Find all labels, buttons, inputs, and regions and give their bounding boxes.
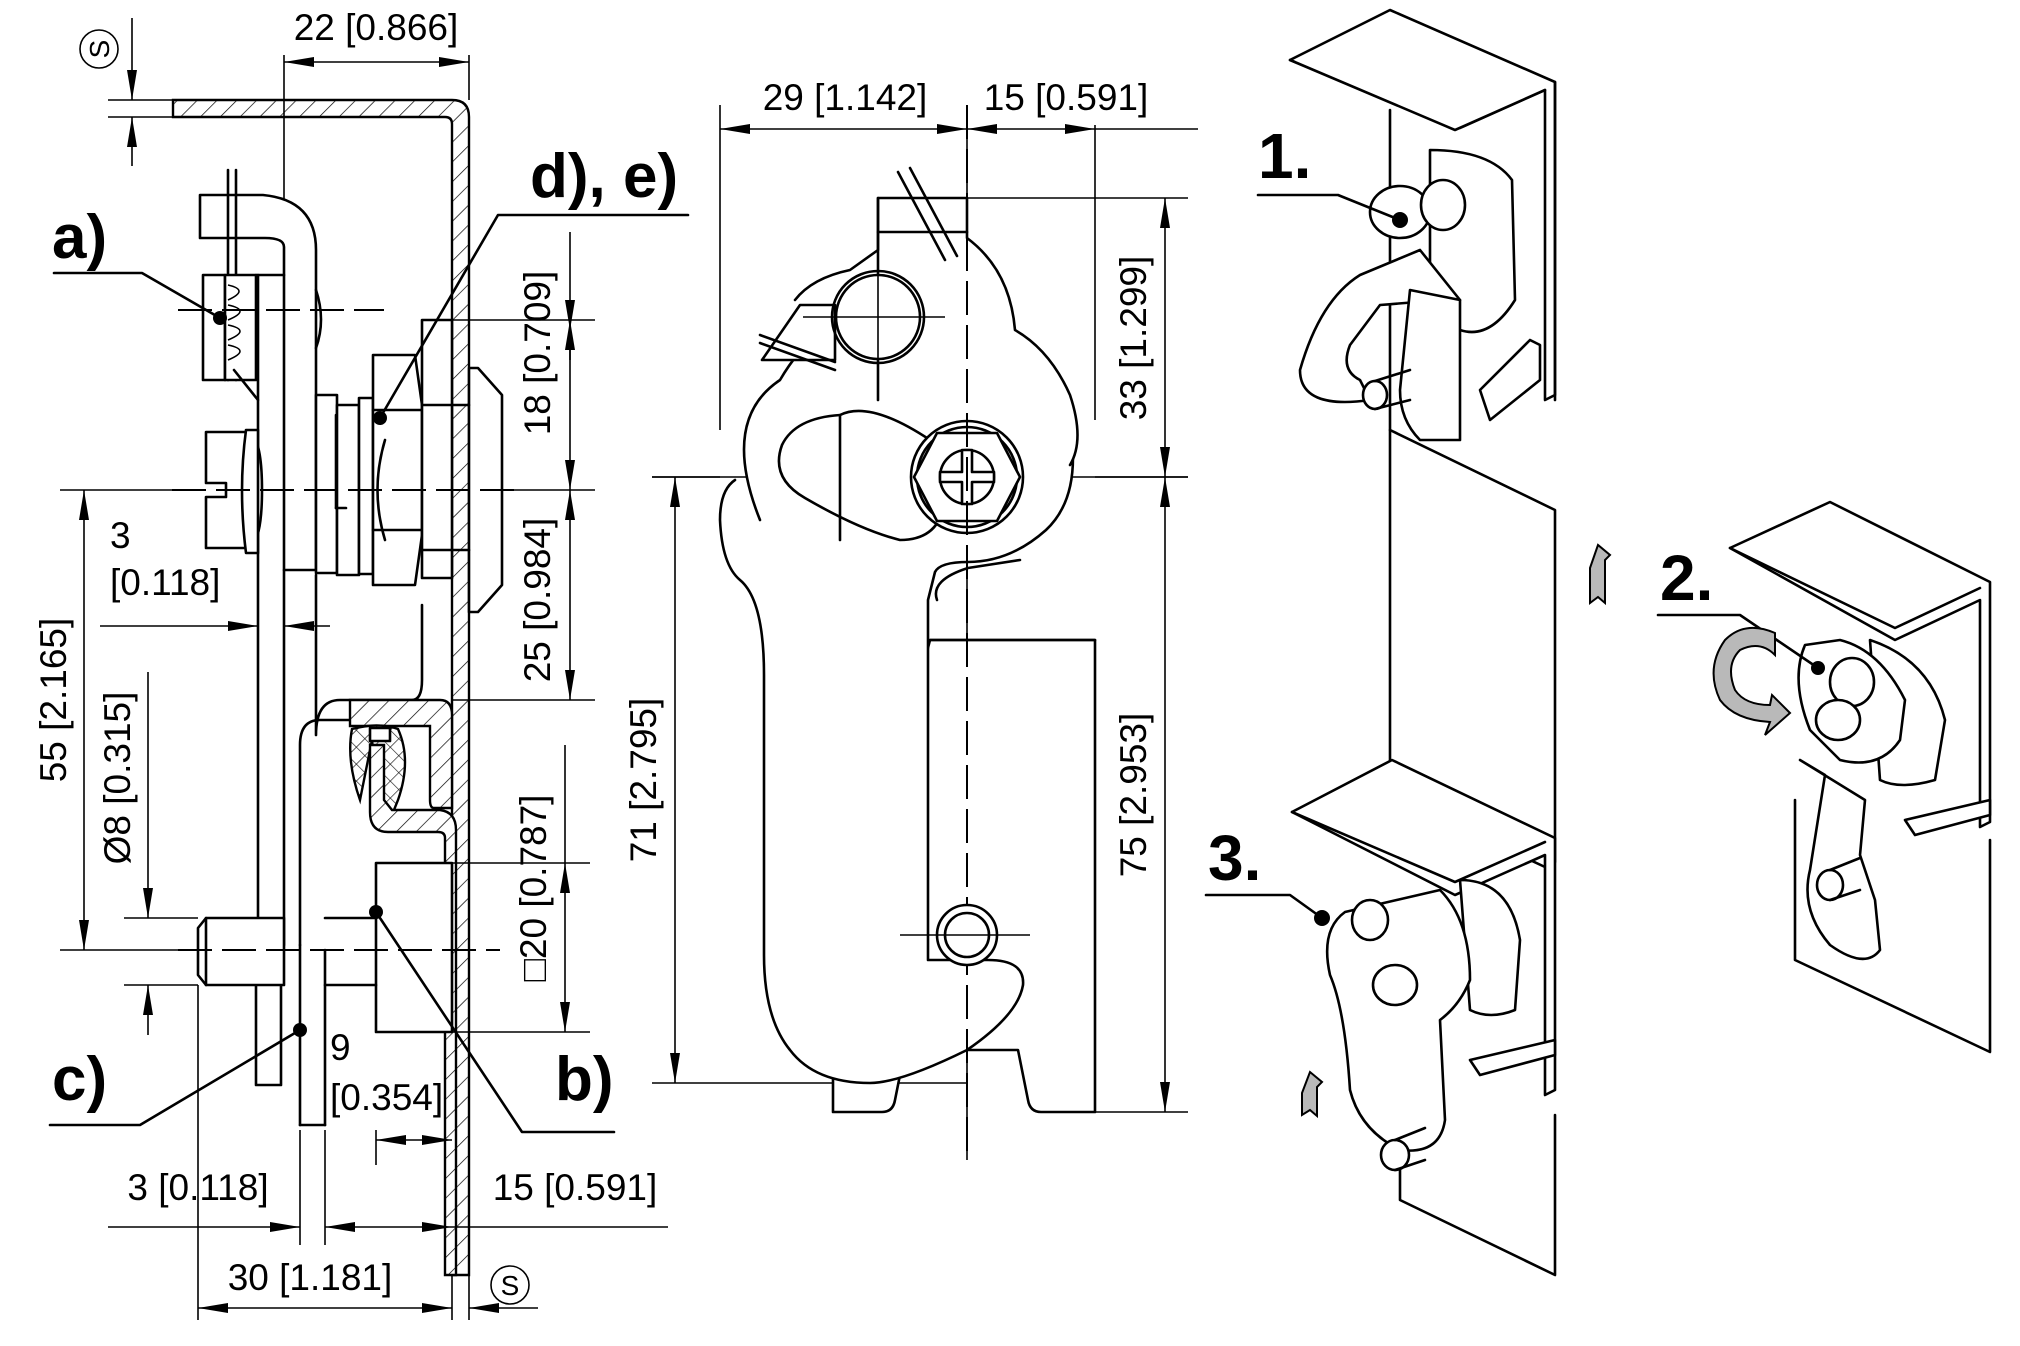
dim-right-width: 15 [0.591] (984, 77, 1149, 118)
dim-pin-height: 55 [2.165] (33, 618, 74, 783)
svg-text:c): c) (52, 1045, 107, 1114)
step-3-view: 3. (1204, 758, 1557, 1277)
step-2-view: 2. (1656, 500, 1992, 1054)
svg-text:S: S (501, 1270, 520, 1301)
dim-bottom-right: 15 [0.591] (493, 1167, 658, 1208)
callout-c: c) (48, 1023, 307, 1127)
thickness-symbol-top: S (79, 29, 119, 69)
step-2-label: 2. (1660, 542, 1713, 614)
svg-text:a): a) (52, 203, 107, 272)
dim-pin-diameter: Ø8 [0.315] (97, 692, 138, 865)
svg-text:S: S (84, 40, 115, 59)
dim-hook-height: 71 [2.795] (623, 698, 664, 863)
rotate-arrow-icon (1712, 626, 1792, 736)
step-1-label: 1. (1258, 120, 1311, 192)
callout-b: b) (369, 905, 616, 1134)
dim-gap-inch: [0.354] (330, 1077, 443, 1118)
arrow-up-icon (1301, 1070, 1324, 1119)
step-3-label: 3. (1208, 822, 1261, 894)
callout-de: d), e) (373, 142, 690, 425)
lower-bracket-section (348, 698, 454, 810)
dim-upper-height-front: 33 [1.299] (1113, 256, 1154, 421)
dim-bottom-left: 3 [0.118] (127, 1167, 268, 1208)
dim-lower-height: 25 [0.984] (517, 518, 558, 683)
step-1-view: 1. (1256, 8, 1612, 869)
svg-text:b): b) (555, 1045, 614, 1114)
dim-offset-value: 3 (110, 515, 131, 556)
svg-text:d), e): d), e) (530, 142, 678, 211)
dim-gap-value: 9 (330, 1027, 351, 1068)
dim-offset-inch: [0.118] (110, 562, 220, 603)
callout-a: a) (52, 203, 227, 325)
dim-top-width: 22 [0.866] (294, 7, 459, 48)
dim-overall-width: 30 [1.181] (228, 1257, 393, 1298)
arrow-up-icon (1589, 543, 1612, 606)
front-view: 29 [1.142] 15 [0.591] 33 [1.299] 75 [2.9… (623, 77, 1198, 1160)
dim-left-width: 29 [1.142] (763, 77, 928, 118)
dim-square: □20 [0.787] (513, 795, 554, 982)
dim-upper-height: 18 [0.709] (517, 271, 558, 436)
dim-overall-height: 75 [2.953] (1113, 713, 1154, 878)
side-view: S 22 [0.866] (33, 7, 690, 1320)
thickness-symbol-bottom: S (490, 1265, 530, 1305)
